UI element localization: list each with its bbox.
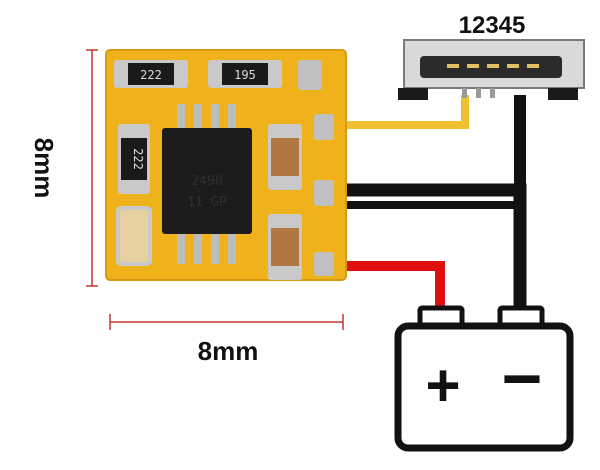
- width-dimension-label: 8mm: [198, 336, 259, 366]
- resistor-top-right-label: 195: [234, 68, 256, 82]
- resistor-left: 222: [118, 124, 150, 194]
- chip-marking-line2: 11 GP: [187, 195, 226, 210]
- ground-wire: [346, 183, 527, 320]
- resistor-top-left-label: 222: [140, 68, 162, 82]
- battery-icon: [394, 305, 574, 452]
- battery-minus-symbol: −: [502, 339, 543, 417]
- capacitor-top: [268, 124, 302, 190]
- height-dimension-label: 8mm: [29, 138, 59, 199]
- battery-plus-symbol: +: [425, 352, 460, 419]
- micro-usb-connector: [398, 39, 585, 100]
- pad-top-right: [298, 60, 322, 90]
- signal-wire: [346, 95, 469, 129]
- resistor-left-label: 222: [131, 148, 145, 170]
- diode-left: [116, 206, 152, 266]
- chip-marking-line1: 2490: [191, 174, 222, 189]
- pcb-board: 222 195 222: [105, 49, 347, 281]
- resistor-top-right: 195: [208, 60, 282, 88]
- resistor-top-left: 222: [114, 60, 188, 88]
- ic-pins: [177, 104, 236, 264]
- dimension-width: [109, 314, 344, 330]
- dimension-height: [86, 49, 98, 287]
- edge-pads: [314, 114, 334, 276]
- ic-chip: 2490 11 GP: [162, 128, 252, 234]
- wires: [346, 95, 527, 322]
- capacitor-bottom: [268, 214, 302, 280]
- usb-pin-numbers: 12345: [459, 12, 526, 39]
- positive-wire: [346, 261, 445, 322]
